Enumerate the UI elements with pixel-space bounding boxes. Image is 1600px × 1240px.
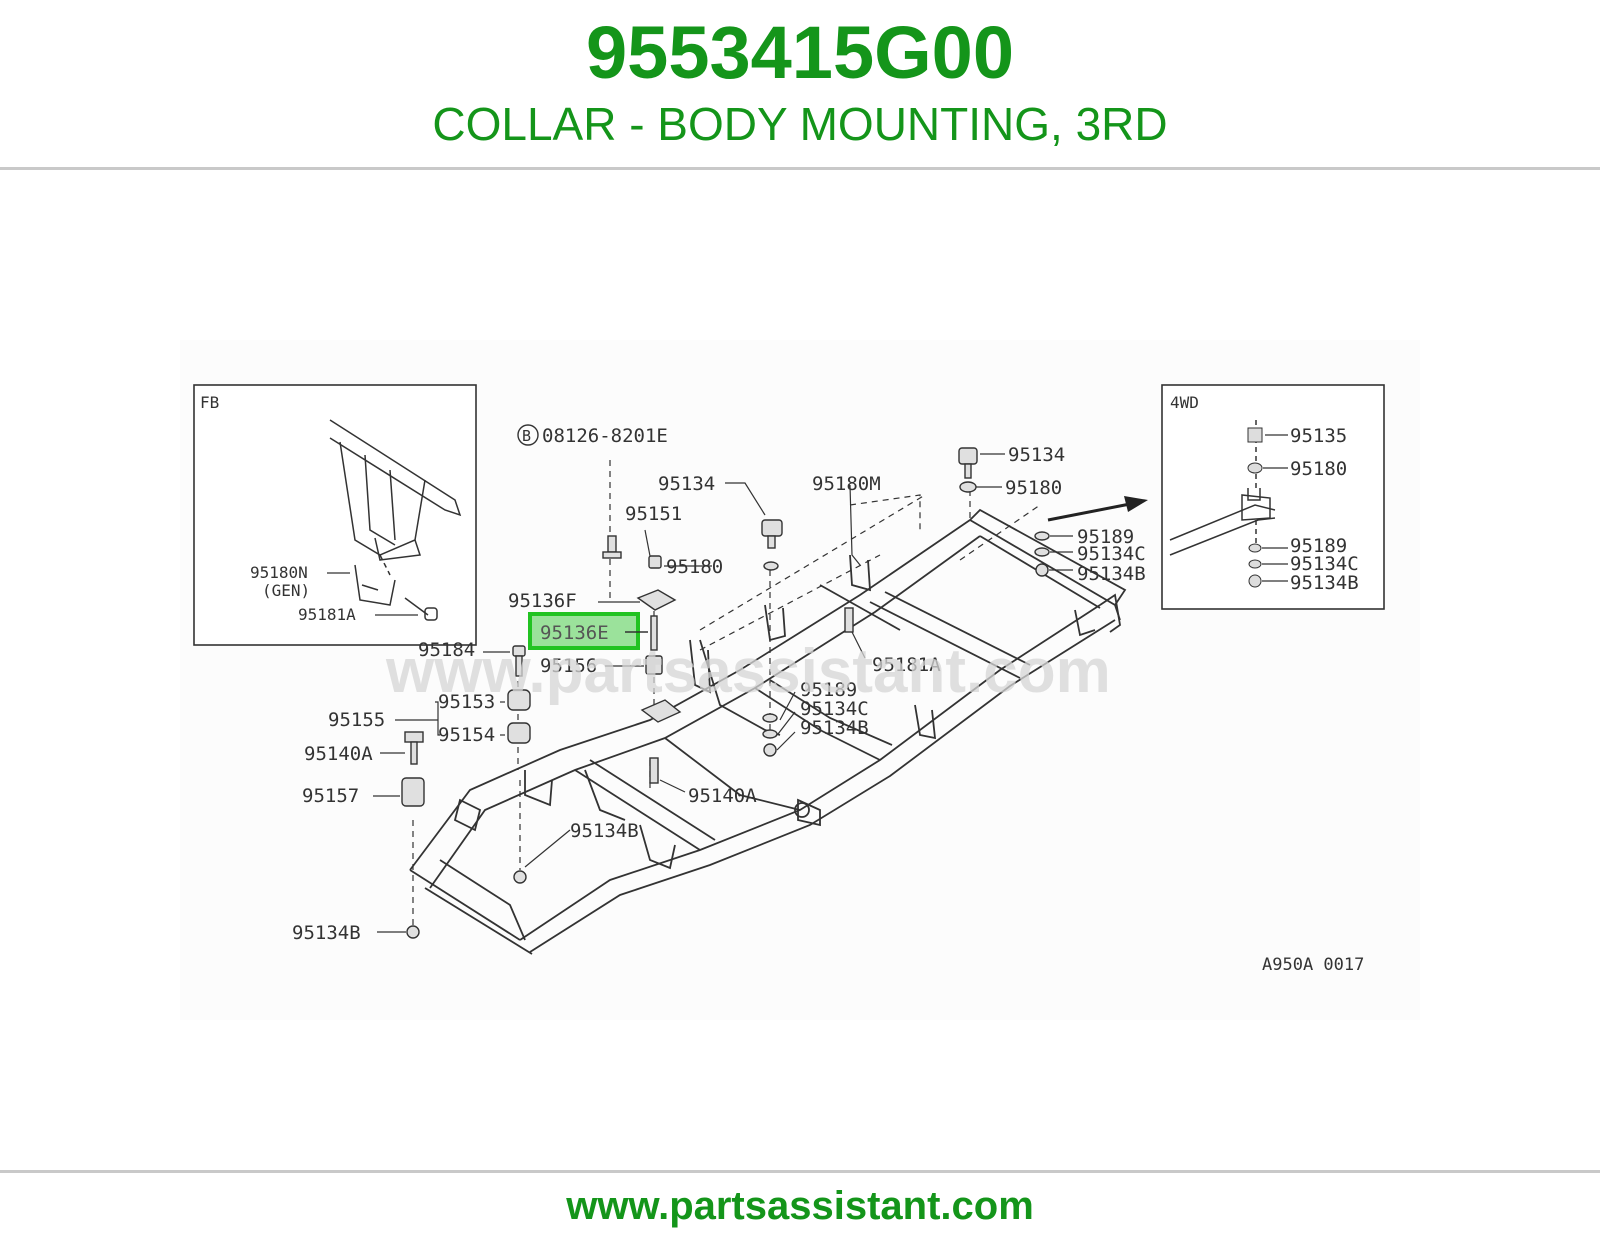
chassis-frame-drawing (409, 508, 1127, 955)
part-description: COLLAR - BODY MOUNTING, 3RD (432, 98, 1168, 150)
4wd-washer-icon (1247, 462, 1263, 474)
insulator-icon-95154 (507, 722, 531, 744)
figure-code: A950A 0017 (1262, 955, 1364, 975)
4wd-bolt-icon (1247, 427, 1263, 443)
4wd-label-95134b: 95134B (1290, 572, 1359, 594)
header-divider (0, 167, 1600, 170)
bolt-icon-95134-top (958, 447, 978, 465)
washer-icon-95180-top (959, 481, 977, 493)
bolt-icon-95134-mid (761, 519, 783, 537)
label-95151: 95151 (625, 503, 682, 525)
bolt-icon-95140a (404, 731, 424, 743)
label-95134b-bottom: 95134B (292, 922, 361, 944)
label-95156: 95156 (540, 655, 597, 677)
label-95134c-mid: 95134C (800, 698, 869, 720)
label-95134b-mid: 95134B (800, 717, 869, 739)
bolt-ref-circle-icon (517, 424, 539, 446)
label-95140a-mid: 95140A (688, 785, 757, 807)
label-95140a-left: 95140A (304, 743, 373, 765)
4wd-label-95134c: 95134C (1290, 553, 1359, 575)
footer-website-link[interactable]: www.partsassistant.com (566, 1184, 1034, 1228)
leader-lines (373, 453, 1073, 933)
label-95180-top-right: 95180 (1005, 477, 1062, 499)
label-95181a-mid: 95181A (872, 654, 941, 676)
parts-diagram: FB 95180N (GEN) 95181A 4WD (180, 340, 1420, 1020)
label-95134b-lower: 95134B (570, 820, 639, 842)
label-95134b-right: 95134B (1077, 563, 1146, 585)
4wd-nut-icon (1248, 574, 1262, 588)
fb-label-gen: (GEN) (262, 581, 310, 600)
inset-fb: FB 95180N (GEN) 95181A (193, 384, 477, 646)
label-95180m: 95180M (812, 473, 881, 495)
collar-icon-95136e (650, 615, 658, 651)
bolt-ref-prefix: B (522, 427, 531, 445)
footer-divider (0, 1170, 1600, 1173)
4wd-label-95180: 95180 (1290, 458, 1347, 480)
insulator-icon-95153 (507, 689, 531, 711)
label-08126-8201e: 08126-8201E (542, 425, 668, 447)
nut-icon-95134b-bottom (406, 925, 420, 939)
label-95157: 95157 (302, 785, 359, 807)
label-95134-mid: 95134 (658, 473, 715, 495)
bolt-icon-08126 (607, 535, 617, 553)
page-header: 9553415G00 COLLAR - BODY MOUNTING, 3RD (0, 0, 1600, 168)
bushing-icon-95156 (645, 655, 663, 675)
hardware-parts (401, 447, 1050, 939)
inset-4wd: 4WD 95135 95180 95189 95134C 95134B (1161, 384, 1385, 610)
label-95134-top-right: 95134 (1008, 444, 1065, 466)
label-95189-right: 95189 (1077, 526, 1134, 548)
label-95189-mid: 95189 (800, 679, 857, 701)
4wd-label-95189: 95189 (1290, 535, 1347, 557)
label-95184: 95184 (418, 639, 475, 661)
label-95155: 95155 (328, 709, 385, 731)
nut-icon-95134b-lower (513, 870, 527, 884)
watermark-text: www.partsassistant.com (385, 637, 1111, 706)
part-number-title: 9553415G00 (586, 11, 1014, 94)
nut-icon-95134b-right (1035, 563, 1049, 577)
fb-label-95180n: 95180N (250, 563, 308, 582)
highlighted-part-box (528, 612, 640, 650)
label-95153: 95153 (438, 691, 495, 713)
fb-bracket-drawing (329, 419, 462, 621)
label-95136f: 95136F (508, 590, 577, 612)
frame-diagram-svg: FB 95180N (GEN) 95181A 4WD (180, 340, 1420, 1020)
plate-icon-95136f (636, 589, 677, 611)
label-95154: 95154 (438, 724, 495, 746)
inset-fb-title: FB (200, 393, 219, 412)
label-95136e: 95136E (540, 622, 609, 644)
bolt-icon-95181a (844, 607, 854, 633)
fb-label-95181a: 95181A (298, 605, 356, 624)
4wd-frame-drawing (1169, 420, 1276, 556)
inset-4wd-title: 4WD (1170, 393, 1199, 412)
insulator-icon-95157 (401, 777, 425, 807)
label-95134c-right: 95134C (1077, 543, 1146, 565)
collar-icon-95151 (648, 555, 662, 569)
arrow-to-4wd-icon (1047, 496, 1148, 522)
label-95180-mid: 95180 (666, 556, 723, 578)
bolt-icon-95140a-mid (649, 757, 659, 784)
4wd-label-95135: 95135 (1290, 425, 1347, 447)
